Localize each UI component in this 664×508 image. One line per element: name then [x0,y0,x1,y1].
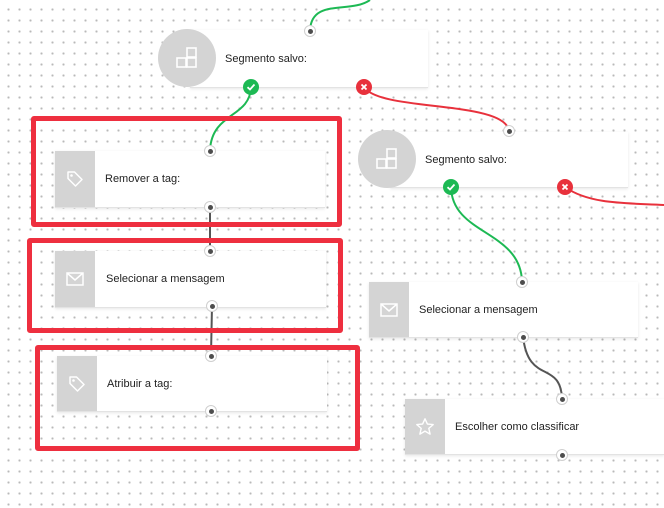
segment-node-2-label: Segmento salvo: [425,153,507,166]
assign-tag-node-input-port[interactable] [205,350,217,362]
connector-select-message-to-rating [522,335,563,399]
select-message-node-2-output-port[interactable] [517,331,529,343]
connector-segment-2-no [564,186,664,206]
segment-node-2-input-port[interactable] [503,125,515,137]
select-message-node-2-label: Selecionar a mensagem [419,303,538,316]
assign-tag-node[interactable]: Atribuir a tag: [57,356,327,412]
select-message-node-1-label: Selecionar a mensagem [106,273,225,285]
segment-node-2-no-close-icon[interactable] [557,179,573,195]
segment-node-1-yes-check-icon[interactable] [243,79,259,95]
remove-tag-node-input-port[interactable] [204,145,216,157]
segment-node-1-label: Segmento salvo: [225,52,307,65]
select-message-node-1[interactable]: Selecionar a mensagem [55,251,326,308]
select-message-node-1-input-port[interactable] [204,245,216,257]
envelope-icon [369,282,409,337]
segment-node-1[interactable]: Segmento salvo: [190,30,428,88]
segment-node-2-yes-check-icon[interactable] [443,179,459,195]
choose-rating-node-label: Escolher como classificar [455,420,580,433]
connector-segment-2-yes [450,186,523,282]
select-message-node-2[interactable]: Selecionar a mensagem [369,282,638,338]
choose-rating-node-input-port[interactable] [556,393,568,405]
assign-tag-node-label: Atribuir a tag: [107,377,173,390]
envelope-icon [55,251,95,307]
segment-node-1-input-port[interactable] [304,25,316,37]
select-message-node-2-input-port[interactable] [516,276,528,288]
tag-icon [55,151,95,207]
select-message-node-1-output-port[interactable] [206,300,218,312]
remove-tag-node-label: Remover a tag: [105,173,181,185]
tag-icon [57,356,97,411]
assign-tag-node-output-port[interactable] [205,405,217,417]
star-icon [405,399,445,454]
remove-tag-node-output-port[interactable] [204,201,216,213]
connector-into-segment-1 [309,0,371,31]
choose-rating-node[interactable]: Escolher como classificar [405,399,664,455]
choose-rating-node-output-port[interactable] [556,449,568,461]
segment-blocks-icon [358,130,416,188]
remove-tag-node[interactable]: Remover a tag: [55,151,325,208]
segment-blocks-icon [158,29,216,87]
segment-node-2[interactable]: Segmento salvo: [390,132,628,188]
segment-node-1-no-close-icon[interactable] [356,79,372,95]
connector-segment-1-no [363,86,510,132]
connector-select-message-to-assign-tag [210,305,213,356]
connector-segment-1-yes [209,86,252,151]
